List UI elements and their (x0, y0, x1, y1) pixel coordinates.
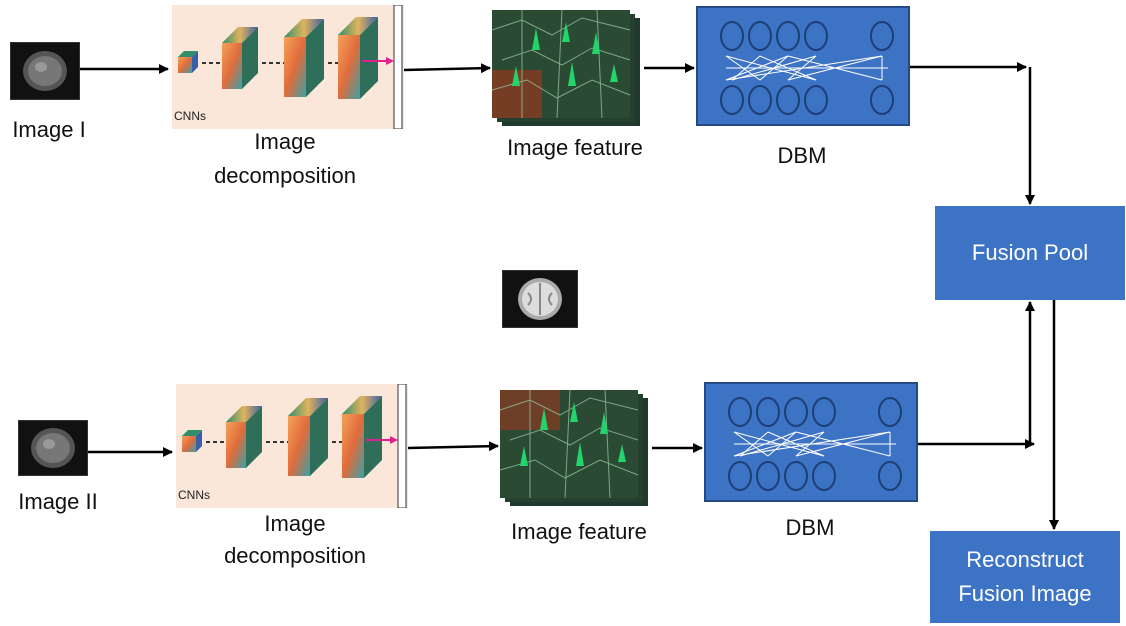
input-image-2-thumbnail (18, 420, 88, 476)
dbm-network-icon (720, 21, 894, 115)
image-feature-label-1: Image feature (507, 135, 643, 160)
brain-slice-thumbnail (502, 270, 578, 328)
cnn-layers-icon (178, 4, 403, 130)
reconstruct-fusion-image-box: Reconstruct Fusion Image (930, 531, 1120, 623)
reconstruct-label-line1: Reconstruct (966, 547, 1084, 572)
cnn-decomposition-panel-2: CNNs (176, 383, 408, 509)
cnn-decomposition-panel-1: CNNs (172, 4, 404, 130)
arrow-cnn2-to-feature (407, 441, 499, 452)
brain-scan-icon (31, 428, 75, 468)
brain-scan-icon (23, 51, 67, 91)
brain-mri-icon (518, 278, 562, 320)
image-feature-label-2: Image feature (511, 519, 647, 544)
image-1-label: Image I (12, 117, 86, 142)
feature-map-icon (499, 389, 648, 506)
cnns-label: CNNs (178, 488, 210, 502)
dbm-block-1 (696, 6, 910, 126)
fusion-pool-box: Fusion Pool (935, 206, 1125, 300)
decomposition-label-1-line1: Image (254, 129, 316, 154)
reconstruct-label-line2: Fusion Image (958, 581, 1092, 606)
image-feature-map-1 (491, 9, 642, 128)
cnn-layers-icon (182, 383, 407, 509)
arrow-cnn1-to-feature (403, 63, 491, 74)
dbm-label-2: DBM (785, 515, 835, 540)
dbm-block-2 (704, 382, 918, 502)
feature-map-icon (491, 9, 640, 126)
input-image-1-thumbnail (10, 42, 80, 100)
decomposition-label-2-line1: Image (264, 511, 326, 536)
image-2-label: Image II (18, 489, 98, 514)
fusion-pool-label: Fusion Pool (971, 240, 1089, 265)
dbm-label-1: DBM (777, 143, 827, 168)
cnns-label: CNNs (174, 109, 206, 123)
decomposition-label-1-line2: decomposition (214, 163, 356, 188)
image-feature-map-2 (499, 389, 650, 508)
decomposition-label-2-line2: decomposition (224, 543, 366, 568)
dbm-network-icon (728, 397, 902, 491)
